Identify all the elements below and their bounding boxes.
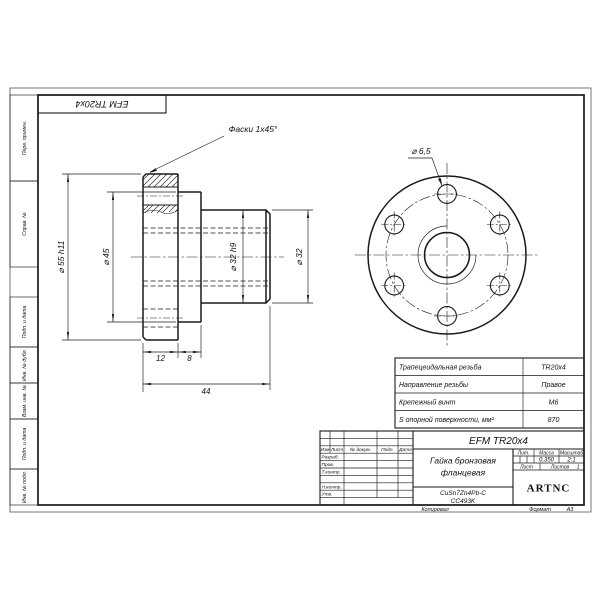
row-tkontr: Т.контр. [322,470,341,476]
mass-value: 0,350 [539,458,555,464]
format-value: A3 [566,507,575,513]
dim-d55: ⌀ 55 h11 [56,173,141,341]
col-izm: Изм [321,447,331,453]
param-row-3-label: S опорной поверхности, мм² [399,416,494,424]
section-hatch [142,173,179,214]
col-dokum: № докум. [350,447,371,453]
col-podp: Подп. [381,447,394,453]
margin-label-sprav-no: Справ. № [22,212,28,236]
lit-label: Лит. [517,451,530,457]
dim-8-label: 8 [187,354,192,363]
dim-d32h9: ⌀ 32 h9 [228,210,245,303]
scale-label: Масштаб [560,451,584,457]
front-view: ⌀ 6,5 [355,146,539,347]
dim-d65: ⌀ 6,5 [408,146,443,187]
col-list: Лист [330,447,343,453]
dim-d32-label: ⌀ 32 [294,248,304,265]
chamfer-note-label: Фаски 1x45° [229,124,278,134]
sheets-value: 1 [577,465,580,471]
body-outline [201,209,271,304]
dim-d32h9-label: ⌀ 32 h9 [228,242,238,271]
sheets-label: Листов [550,465,570,471]
dim-44: 44 [143,306,271,396]
parameter-table: Трапецеидальная резьба TR20x4 Направлени… [394,357,585,429]
dim-d55-label: ⌀ 55 h11 [56,240,66,273]
material-line2: CC493K [451,498,476,505]
step-outline [178,191,202,323]
margin-label-podp-data-2: Подп. и дата [22,428,28,461]
mass-label: Масса [539,451,554,457]
thread-arc [417,225,477,285]
chamfer-note: Фаски 1x45° [149,124,278,173]
footer-strip: Копировал Формат A3 [421,507,574,513]
dim-d45-label: ⌀ 45 [101,248,111,265]
margin-column: Перв. примен. Справ. № Подп. и дата Инв.… [9,94,39,506]
dim-d45: ⌀ 45 [101,191,176,323]
dim-12-8: 12 8 [142,325,202,392]
margin-label-inv-podl: Инв. № подл. [22,471,28,503]
row-utv: Утв. [322,492,333,498]
row-prov: Пров. [322,462,335,468]
param-row-2-label: Крепежный винт [399,398,456,406]
hole-centermarks [381,193,513,317]
scale-value: 2:1 [566,458,575,464]
margin-label-podp-data-1: Подп. и дата [22,306,28,339]
margin-label-inv-dubl: Инв. № дубл. [22,349,28,381]
part-name-line2: фланцевая [441,468,486,478]
col-data: Дата [398,447,412,453]
margin-label-vzam-inv: Взам. инв. № [22,385,28,417]
param-row-2-value: M6 [549,399,559,406]
param-row-0-label: Трапецеидальная резьба [399,363,482,371]
param-row-1-label: Направление резьбы [399,381,469,389]
section-view: ⌀ 55 h11 ⌀ 45 ⌀ 32 h9 ⌀ 32 [56,124,313,396]
dim-44-label: 44 [202,387,211,396]
flange-circle [367,175,527,335]
sheet-label: Лист [519,465,533,471]
copied-label: Копировал [421,507,448,513]
thread-bore-hidden [143,227,270,287]
format-label: Формат [529,507,551,513]
margin-label-perv-primen: Перв. примен. [22,121,28,155]
titleblock-designation: EFM TR20x4 [469,436,528,447]
dim-12-label: 12 [156,354,165,363]
sheet-frame [9,87,592,513]
title-block: EFM TR20x4 Гайка бронзовая фланцевая CuS… [319,430,585,506]
bolt-hole-hidden [137,308,184,328]
company-logo-text: ARTNC [527,483,571,495]
param-row-3-value: 870 [548,417,560,424]
dim-d65-label: ⌀ 6,5 [411,146,431,156]
param-row-0-value: TR20x4 [541,364,566,371]
row-razrab: Разраб. [322,455,339,461]
flange-outline [142,173,179,341]
material-line1: CuSn7Zn4Pb-C [440,490,486,497]
corner-designation-box: EFM TR20x4 [37,94,167,114]
row-nkontr: Н.контр. [322,484,342,490]
corner-designation-text: EFM TR20x4 [75,99,128,109]
part-name-line1: Гайка бронзовая [430,456,496,466]
param-row-1-value: Правое [541,382,565,389]
bore-circle [423,231,471,279]
dim-d32: ⌀ 32 [272,209,313,304]
